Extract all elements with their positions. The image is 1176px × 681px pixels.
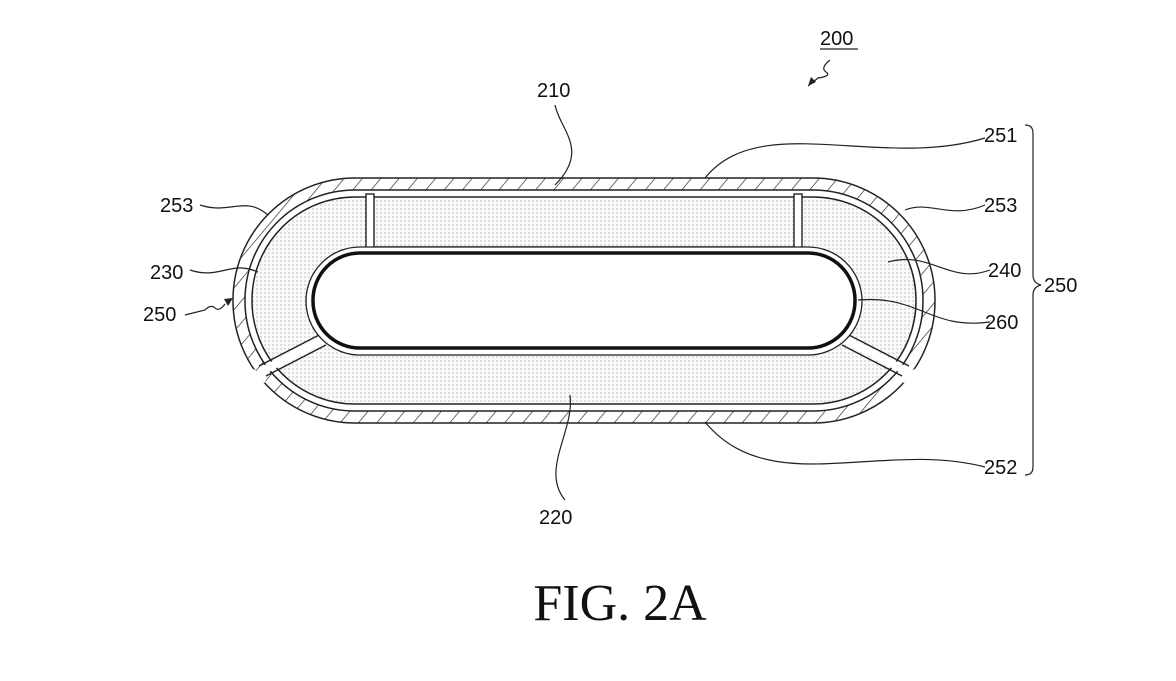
label-252: 252 <box>984 457 1017 479</box>
label-240: 240 <box>988 260 1021 282</box>
arrowhead-200 <box>808 77 816 86</box>
label-200: 200 <box>820 28 853 50</box>
layer-gap-left <box>242 364 268 384</box>
layer-gap-right <box>900 364 926 384</box>
inner-member <box>311 251 857 350</box>
arrow-200 <box>807 59 831 87</box>
label-251: 251 <box>984 125 1017 147</box>
figure-caption: FIG. 2A <box>533 575 707 632</box>
brace-250 <box>1024 124 1042 476</box>
label-253-right: 253 <box>984 195 1017 217</box>
label-220: 220 <box>539 507 572 529</box>
label-250-brace: 250 <box>1044 275 1077 297</box>
label-260: 260 <box>985 312 1018 334</box>
label-253-left: 253 <box>160 195 193 217</box>
label-230: 230 <box>150 262 183 284</box>
label-250-left: 250 <box>143 304 176 326</box>
leader-lines <box>184 48 1042 501</box>
label-210: 210 <box>537 80 570 102</box>
